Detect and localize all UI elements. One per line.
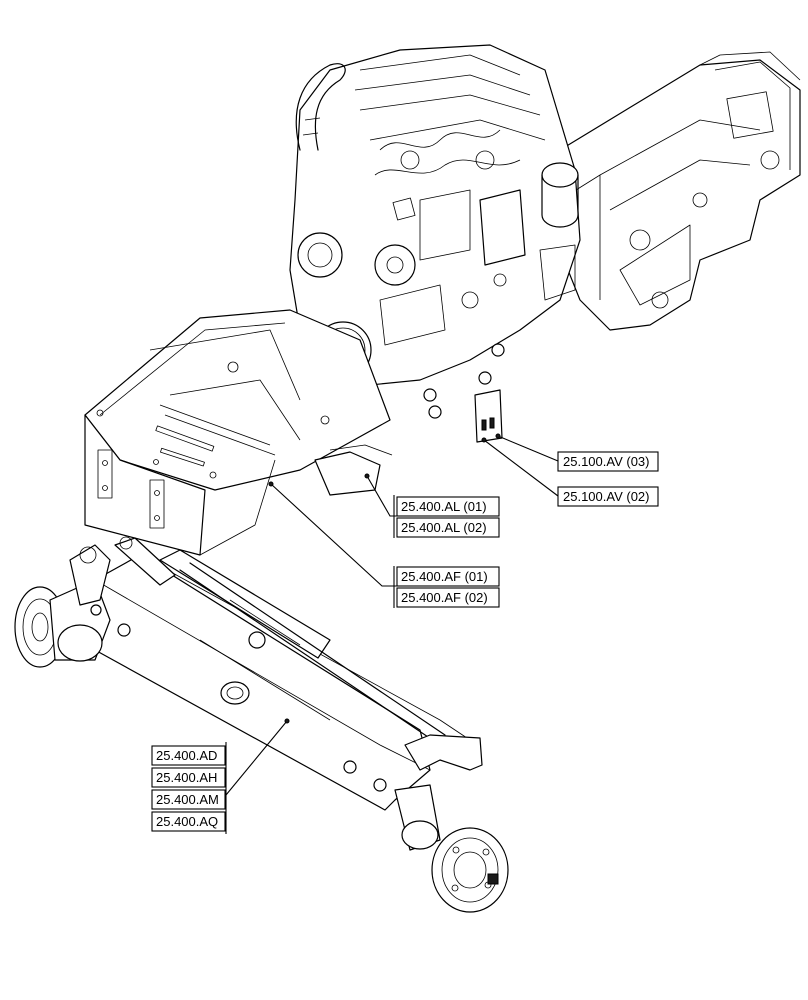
callout-text-aq: 25.400.AQ bbox=[156, 814, 218, 829]
callout-25-400-am[interactable]: 25.400.AM bbox=[151, 789, 226, 810]
callout-labels: 25.100.AV (03) 25.100.AV (02) 25.400.AL … bbox=[151, 451, 659, 832]
engine-assembly bbox=[289, 44, 581, 386]
callout-25-400-af-02[interactable]: 25.400.AF (02) bbox=[396, 587, 500, 608]
callout-25-100-av-02[interactable]: 25.100.AV (02) bbox=[557, 486, 659, 507]
transmission-housing bbox=[559, 51, 801, 331]
callout-text-af01: 25.400.AF (01) bbox=[401, 569, 488, 584]
front-support-frame bbox=[84, 309, 505, 556]
leader-lines bbox=[225, 433, 559, 834]
callout-text-af02: 25.400.AF (02) bbox=[401, 590, 488, 605]
callout-text-ad: 25.400.AD bbox=[156, 748, 217, 763]
callout-text-al02: 25.400.AL (02) bbox=[401, 520, 487, 535]
callout-25-400-aq[interactable]: 25.400.AQ bbox=[151, 811, 226, 832]
callout-25-400-ad[interactable]: 25.400.AD bbox=[151, 745, 226, 766]
callout-text-av03: 25.100.AV (03) bbox=[563, 454, 649, 469]
callout-text-am: 25.400.AM bbox=[156, 792, 219, 807]
callout-25-400-af-01[interactable]: 25.400.AF (01) bbox=[396, 566, 500, 587]
callout-25-400-al-02[interactable]: 25.400.AL (02) bbox=[396, 517, 500, 538]
callout-25-400-al-01[interactable]: 25.400.AL (01) bbox=[396, 496, 500, 517]
callout-text-al01: 25.400.AL (01) bbox=[401, 499, 487, 514]
callout-25-400-ah[interactable]: 25.400.AH bbox=[151, 767, 226, 788]
front-axle-assembly bbox=[14, 536, 509, 913]
callout-text-ah: 25.400.AH bbox=[156, 770, 217, 785]
callout-text-av02: 25.100.AV (02) bbox=[563, 489, 649, 504]
callout-25-100-av-03[interactable]: 25.100.AV (03) bbox=[557, 451, 659, 472]
